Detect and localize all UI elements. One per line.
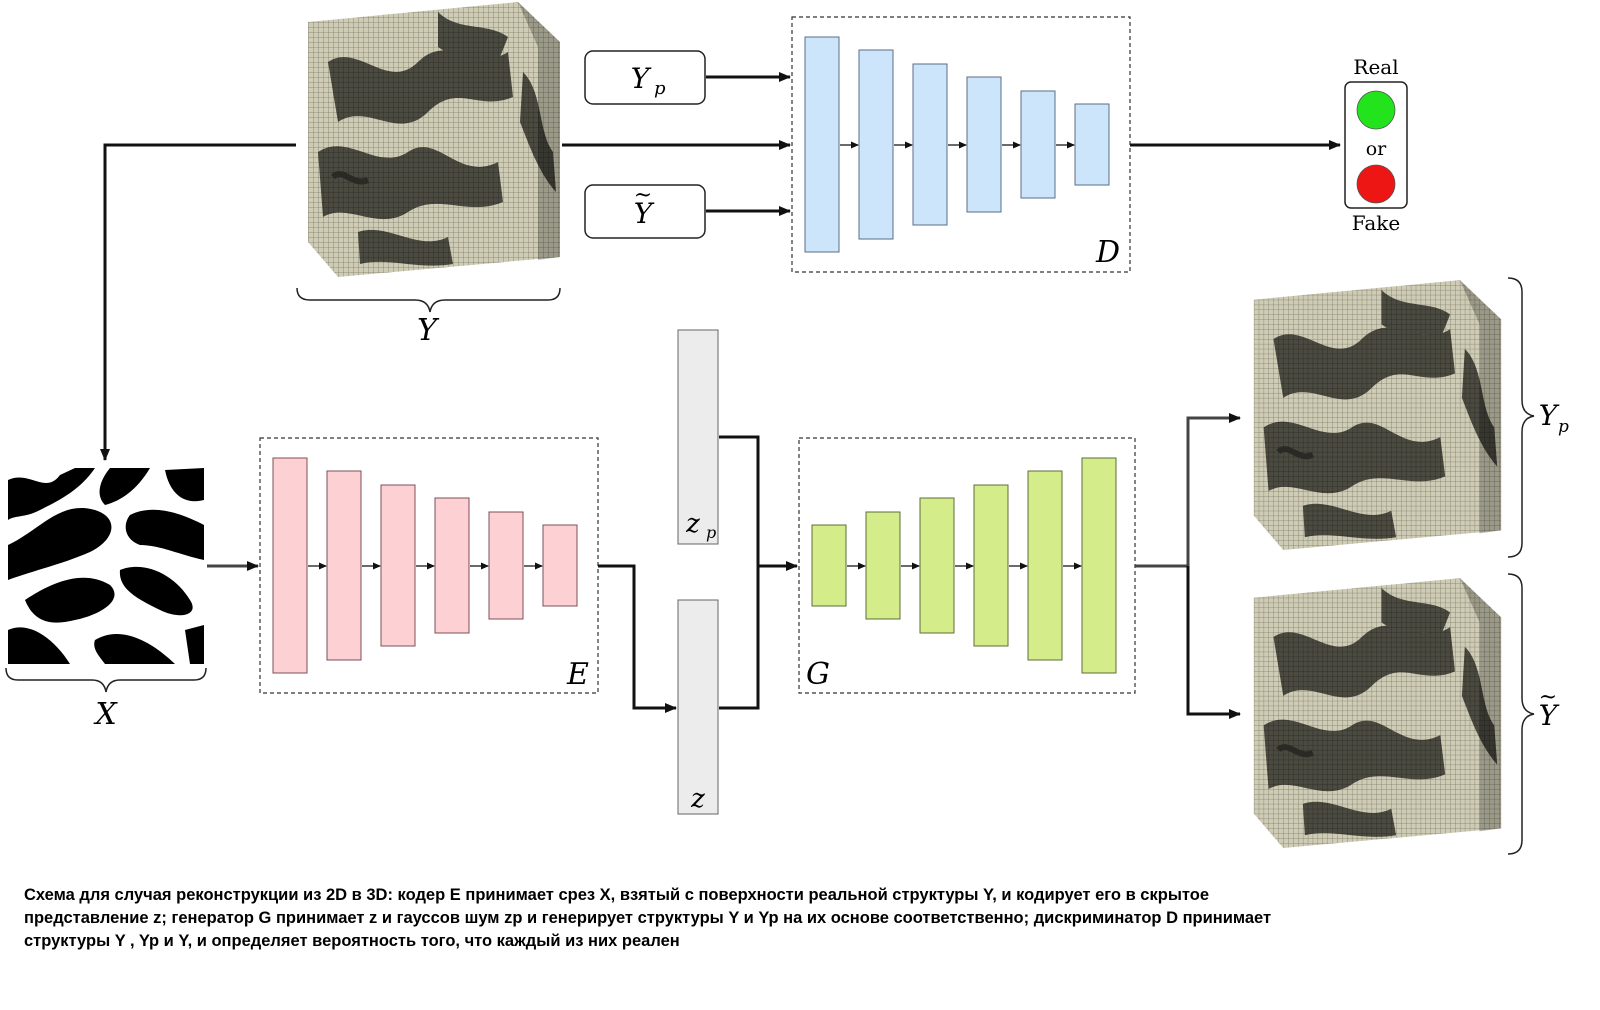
z-label: z	[690, 784, 705, 814]
caption-line-1: Схема для случая реконструкции из 2D в 3…	[24, 886, 1210, 904]
e-layer-6	[542, 524, 578, 607]
ytilde-input-tilde: ~	[634, 183, 652, 208]
arrow-e-to-z	[598, 564, 677, 713]
label-ytilde-output-tilde: ~	[1539, 685, 1557, 710]
brace-under-y	[296, 287, 561, 313]
label-ytilde-output: Y	[1539, 699, 1560, 732]
input-slice-x	[8, 468, 204, 664]
g-layer-2	[865, 511, 901, 620]
label-or: or	[1366, 138, 1387, 160]
brace-yp	[1507, 277, 1535, 558]
arrow-g-to-ytilde	[1186, 566, 1241, 719]
generated-ytilde-cube-icon	[1254, 578, 1501, 848]
d-layer-6	[1074, 103, 1110, 186]
zp-subscript: p	[706, 523, 716, 542]
voxel-cube-icon	[308, 2, 560, 277]
label-g: G	[806, 657, 830, 692]
label-yp-output-sub: p	[1558, 417, 1569, 437]
figure-caption: Схема для случая реконструкции из 2D в 3…	[24, 884, 1564, 953]
architecture-diagram: Y Y p Y ~ D Real or Fake	[5, 0, 1569, 855]
g-layer-3	[919, 497, 955, 634]
g-layer-5	[1027, 470, 1063, 661]
ytilde-input-label: Y	[634, 197, 655, 230]
yp-input-box	[584, 50, 706, 105]
real-structure-cube	[308, 2, 560, 277]
caption-line-2: представление z; генератор G принимает z…	[24, 909, 1272, 927]
arrow-g-to-yp	[1135, 413, 1241, 568]
green-circle-icon	[1356, 90, 1396, 130]
e-layer-1	[272, 457, 308, 674]
e-layer-3	[380, 484, 416, 647]
arrow-y-to-x	[100, 143, 296, 461]
latent-z: z	[677, 599, 719, 815]
d-layer-4	[966, 76, 1002, 213]
e-layer-5	[488, 511, 524, 620]
generator-block: G	[798, 437, 1136, 694]
z-bar	[677, 599, 719, 815]
real-fake-indicator: Real or Fake	[1344, 55, 1408, 235]
yp-input-subscript: p	[654, 78, 666, 99]
d-layer-5	[1020, 90, 1056, 199]
label-e: E	[566, 657, 589, 692]
encoder-block: E	[259, 437, 599, 694]
d-layer-2	[858, 49, 894, 240]
yp-input-label: Y	[631, 62, 652, 95]
d-layer-1	[804, 36, 840, 253]
latent-merge-line	[719, 435, 760, 710]
brace-under-x	[5, 667, 207, 693]
e-layer-2	[326, 470, 362, 661]
g-layer-4	[973, 484, 1009, 647]
ytilde-input-box	[584, 184, 706, 239]
red-circle-icon	[1356, 164, 1396, 204]
label-yp-output: Y	[1539, 399, 1560, 432]
caption-line-3: структуры Y , Yp и Y, и определяет вероя…	[24, 932, 680, 950]
latent-zp: z p	[677, 329, 719, 545]
brace-ytilde	[1507, 573, 1535, 855]
label-real: Real	[1353, 55, 1398, 79]
label-y: Y	[417, 313, 440, 348]
label-x: X	[93, 697, 118, 732]
d-layer-3	[912, 63, 948, 226]
g-layer-1	[811, 524, 847, 607]
generated-yp-cube-icon	[1254, 280, 1501, 550]
zp-bar	[677, 329, 719, 545]
zp-label: z	[685, 509, 700, 539]
e-layer-4	[434, 497, 470, 634]
label-d: D	[1095, 235, 1120, 270]
g-layer-6	[1081, 457, 1117, 674]
discriminator-block: D	[791, 16, 1131, 273]
label-fake: Fake	[1352, 211, 1400, 235]
